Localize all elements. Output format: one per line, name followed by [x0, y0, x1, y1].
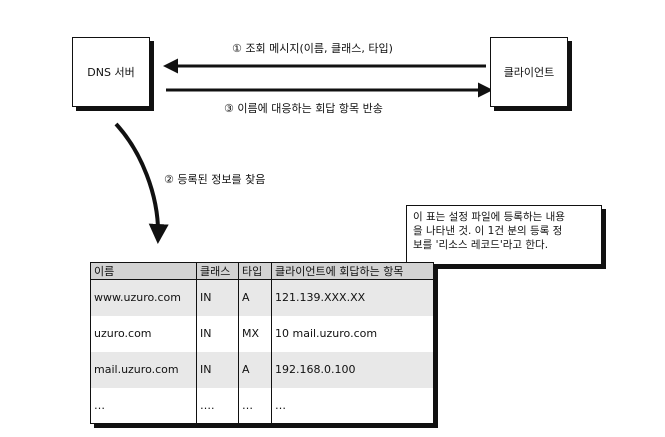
cell-name: mail.uzuro.com — [94, 363, 179, 376]
header-name: 이름 — [90, 262, 197, 280]
cell-type: MX — [238, 315, 272, 352]
note-line: 이 표는 설정 파일에 등록하는 내용 — [413, 211, 565, 223]
lookup-label: ② 등록된 정보를 찾음 — [164, 173, 266, 186]
cell-class: IN — [196, 315, 239, 352]
note-box: 이 표는 설정 파일에 등록하는 내용 을 나타낸 것. 이 1건 분의 등록 … — [406, 205, 602, 265]
cell-name: … — [94, 398, 105, 412]
note-line: 보를 '리소스 레코드'라고 한다. — [413, 239, 549, 251]
request-label: ① 조회 메시지(이름, 클래스, 타입) — [232, 42, 393, 55]
client-label: 클라이언트 — [503, 66, 555, 79]
cell-type: … — [238, 387, 272, 424]
table-header-row: 이름 클래스 타입 클라이언트에 회답하는 항목 — [90, 262, 434, 280]
cell-answer: 192.168.0.100 — [271, 351, 434, 388]
header-type: 타입 — [238, 262, 272, 280]
cell-name: www.uzuro.com — [94, 291, 182, 305]
cell-class: IN — [196, 351, 239, 388]
cell-class: …. — [196, 387, 239, 424]
cell-answer: 10 mail.uzuro.com — [271, 315, 434, 352]
cell-answer: … — [271, 387, 434, 424]
resource-record-table: 이름 클래스 타입 클라이언트에 회답하는 항목 www.uzuro.com I… — [90, 262, 434, 424]
cell-type: A — [238, 351, 272, 388]
table-row: … …. … … — [91, 387, 434, 424]
dns-server-box: DNS 서버 — [72, 37, 150, 107]
cell-answer: 121.139.XXX.XX — [271, 279, 434, 316]
table-row: uzuro.com IN MX 10 mail.uzuro.com — [91, 315, 434, 352]
dns-server-label: DNS 서버 — [87, 66, 135, 79]
cell-class: IN — [196, 279, 239, 316]
cell-name: uzuro.com — [94, 327, 152, 340]
header-answer: 클라이언트에 회답하는 항목 — [271, 262, 434, 280]
lookup-arrow — [114, 122, 169, 244]
client-box: 클라이언트 — [490, 37, 568, 107]
header-class: 클래스 — [196, 262, 239, 280]
table-row: www.uzuro.com IN A 121.139.XXX.XX — [90, 279, 434, 316]
response-label: ③ 이름에 대응하는 회답 항목 반송 — [224, 102, 383, 115]
table-row: mail.uzuro.com IN A 192.168.0.100 — [90, 351, 434, 388]
note-line: 을 나타낸 것. 이 1건 분의 등록 정 — [413, 225, 563, 237]
cell-type: A — [238, 279, 272, 316]
